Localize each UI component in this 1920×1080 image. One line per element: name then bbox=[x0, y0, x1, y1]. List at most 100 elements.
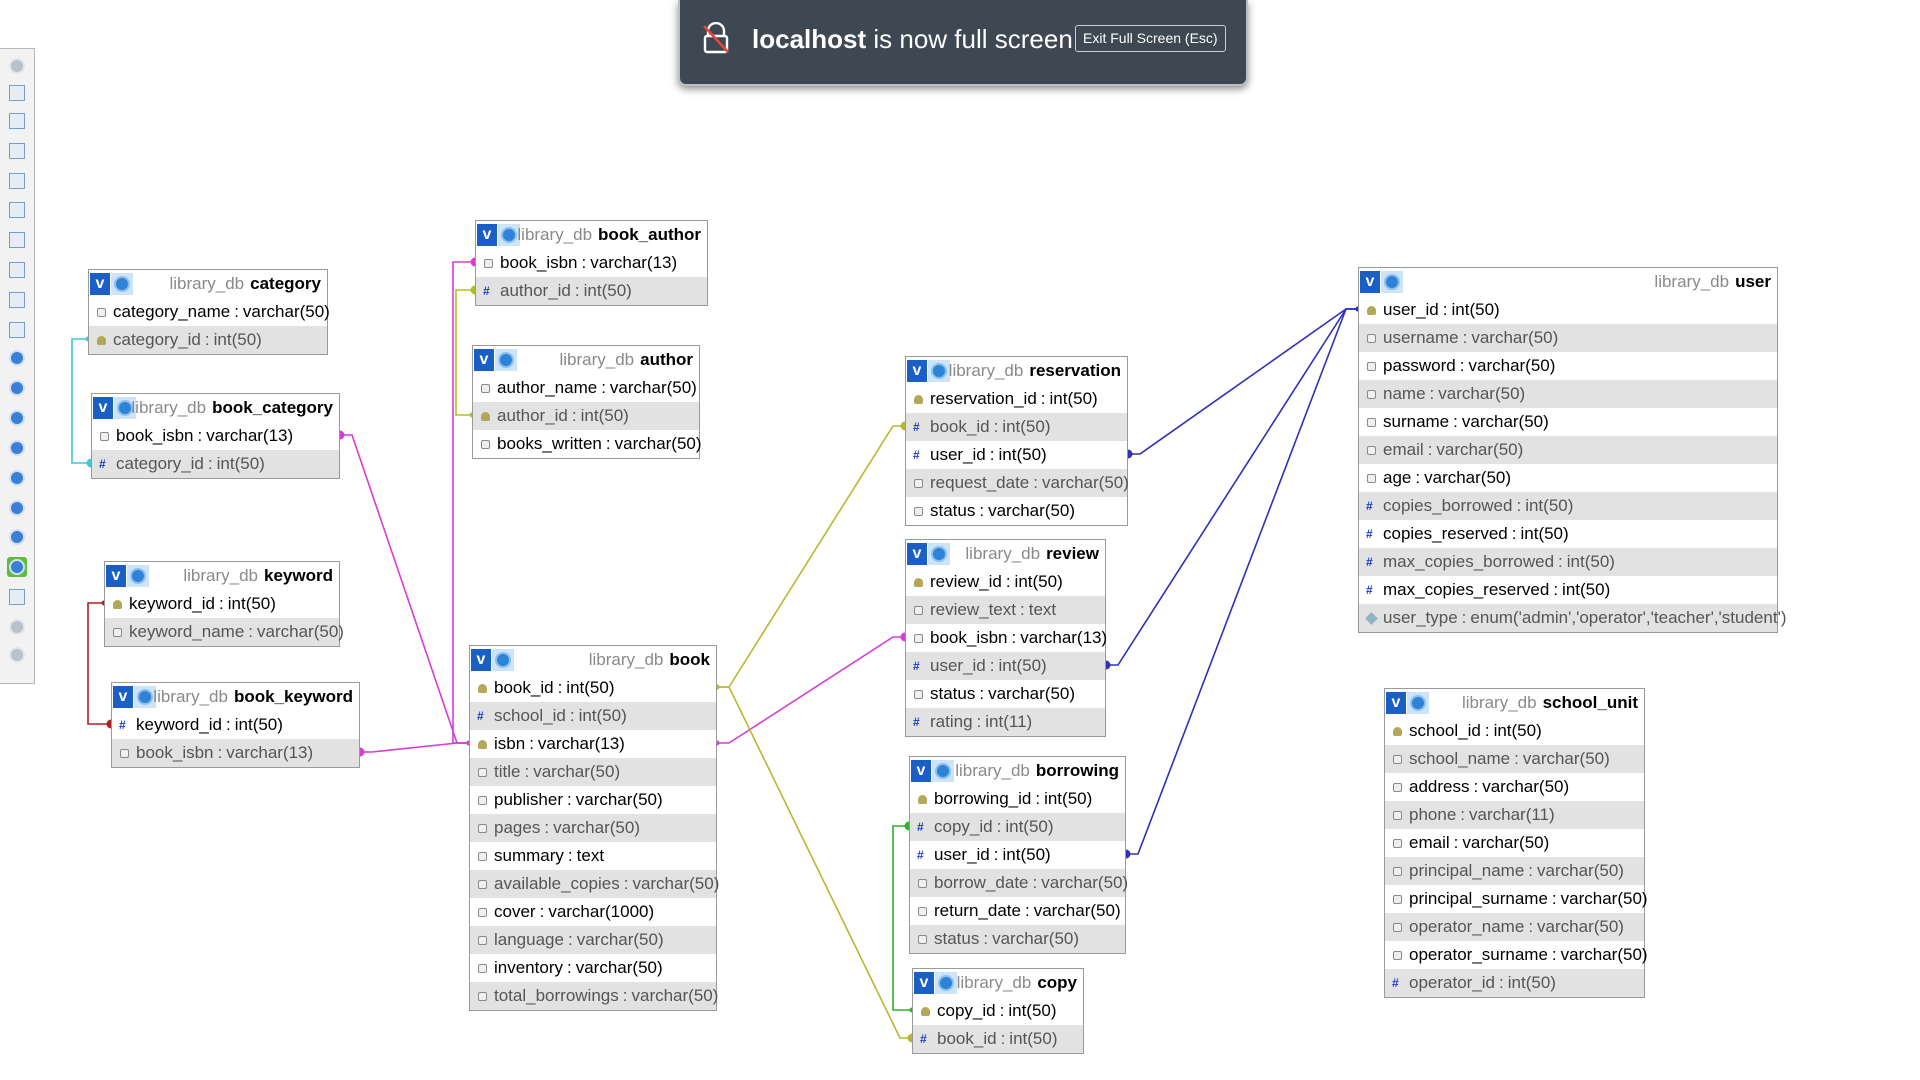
column-row[interactable]: #copy_id:int(50) bbox=[910, 813, 1125, 841]
toggle-columns-icon[interactable]: v bbox=[471, 649, 491, 671]
column-row[interactable]: #user_id:int(50) bbox=[906, 652, 1105, 680]
relation-line-4[interactable] bbox=[71, 338, 91, 464]
music-icon[interactable] bbox=[7, 320, 27, 340]
export-icon[interactable] bbox=[7, 587, 27, 607]
new-page-icon[interactable] bbox=[7, 141, 27, 161]
column-row[interactable]: #rating:int(11) bbox=[906, 708, 1105, 736]
column-row[interactable]: reservation_id:int(50) bbox=[906, 385, 1127, 413]
column-row[interactable]: language:varchar(50) bbox=[470, 926, 716, 954]
toggle-columns-icon[interactable]: v bbox=[113, 686, 133, 708]
globe-icon[interactable] bbox=[7, 348, 27, 368]
column-row[interactable]: book_isbn:varchar(13) bbox=[112, 739, 359, 767]
column-row[interactable]: author_name:varchar(50) bbox=[473, 374, 699, 402]
column-row[interactable]: book_isbn:varchar(13) bbox=[476, 249, 707, 277]
column-row[interactable]: school_name:varchar(50) bbox=[1385, 745, 1644, 773]
column-row[interactable]: category_id:int(50) bbox=[89, 326, 327, 354]
gear-icon[interactable] bbox=[127, 565, 149, 587]
gear-icon[interactable] bbox=[111, 273, 133, 295]
column-row[interactable]: principal_surname:varchar(50) bbox=[1385, 885, 1648, 913]
column-row[interactable]: book_isbn:varchar(13) bbox=[906, 624, 1107, 652]
column-row[interactable]: #author_id:int(50) bbox=[476, 277, 707, 305]
toggle-fullscreen-icon[interactable] bbox=[7, 83, 27, 103]
relation-line-12[interactable] bbox=[1126, 308, 1358, 855]
clock-icon[interactable] bbox=[7, 378, 27, 398]
column-row[interactable]: #book_id:int(50) bbox=[913, 1025, 1083, 1053]
save-icon[interactable] bbox=[7, 200, 27, 220]
column-row[interactable]: keyword_id:int(50) bbox=[105, 590, 339, 618]
gear-icon[interactable] bbox=[492, 649, 514, 671]
delete-page-icon[interactable] bbox=[7, 260, 27, 280]
column-row[interactable]: #copies_borrowed:int(50) bbox=[1359, 492, 1777, 520]
column-row[interactable]: borrowing_id:int(50) bbox=[910, 785, 1125, 813]
relation-line-9[interactable] bbox=[892, 825, 912, 1011]
relation-line-8[interactable] bbox=[717, 686, 912, 1039]
exit-fullscreen-button[interactable]: Exit Full Screen (Esc) bbox=[1075, 25, 1226, 52]
gear-icon[interactable] bbox=[928, 360, 950, 382]
column-row[interactable]: #user_id:int(50) bbox=[917, 845, 1051, 864]
toggle-columns-icon[interactable]: v bbox=[907, 543, 927, 565]
column-row[interactable]: #max_copies_reserved:int(50) bbox=[1366, 580, 1611, 599]
column-row[interactable]: summary:text bbox=[470, 842, 716, 870]
toggle-columns-icon[interactable]: v bbox=[90, 273, 110, 295]
page-list-icon[interactable] bbox=[7, 290, 27, 310]
column-row[interactable]: cover:varchar(1000) bbox=[470, 898, 716, 926]
gear-icon[interactable] bbox=[1407, 692, 1429, 714]
column-row[interactable]: phone:varchar(11) bbox=[1385, 801, 1644, 829]
relation-line-6[interactable] bbox=[455, 289, 475, 416]
column-row[interactable]: school_id:int(50) bbox=[1385, 717, 1644, 745]
help-icon[interactable] bbox=[7, 408, 27, 428]
column-row[interactable]: email:varchar(50) bbox=[1359, 436, 1777, 464]
edit-page-icon[interactable] bbox=[7, 171, 27, 191]
column-row[interactable]: category_name:varchar(50) bbox=[89, 298, 330, 326]
column-row[interactable]: inventory:varchar(50) bbox=[470, 954, 716, 982]
gear-icon[interactable] bbox=[928, 543, 950, 565]
column-row[interactable]: keyword_name:varchar(50) bbox=[105, 618, 344, 646]
gear-icon[interactable] bbox=[134, 686, 156, 708]
column-row[interactable]: isbn:varchar(13) bbox=[470, 730, 716, 758]
column-row[interactable]: borrow_date:varchar(50) bbox=[910, 869, 1128, 897]
info-icon[interactable] bbox=[7, 527, 27, 547]
column-row[interactable]: user_id:int(50) bbox=[1359, 296, 1777, 324]
pin-icon[interactable] bbox=[7, 468, 27, 488]
column-row[interactable]: principal_name:varchar(50) bbox=[1385, 857, 1644, 885]
column-row[interactable]: #keyword_id:int(50) bbox=[119, 715, 283, 734]
redo-icon[interactable] bbox=[7, 617, 27, 637]
column-row[interactable]: age:varchar(50) bbox=[1359, 464, 1777, 492]
toggle-columns-icon[interactable]: v bbox=[106, 565, 126, 587]
column-row[interactable]: copy_id:int(50) bbox=[913, 997, 1083, 1025]
relation-line-10[interactable] bbox=[1128, 308, 1358, 455]
column-row[interactable]: pages:varchar(50) bbox=[470, 814, 716, 842]
column-row[interactable]: password:varchar(50) bbox=[1359, 352, 1777, 380]
anchor-icon[interactable] bbox=[7, 645, 27, 665]
forward-icon[interactable] bbox=[7, 498, 27, 518]
relation-line-3[interactable] bbox=[717, 636, 905, 744]
column-row[interactable]: status:varchar(50) bbox=[906, 497, 1127, 525]
column-row[interactable]: books_written:varchar(50) bbox=[473, 430, 702, 458]
column-row[interactable]: book_isbn:varchar(13) bbox=[92, 422, 339, 450]
relation-line-1[interactable] bbox=[360, 742, 469, 753]
gear-icon[interactable] bbox=[498, 224, 520, 246]
save-as-icon[interactable] bbox=[7, 230, 27, 250]
gear-icon[interactable] bbox=[935, 972, 957, 994]
column-row[interactable]: #max_copies_borrowed:int(50) bbox=[1359, 548, 1777, 576]
circle-check-icon[interactable] bbox=[7, 56, 27, 76]
